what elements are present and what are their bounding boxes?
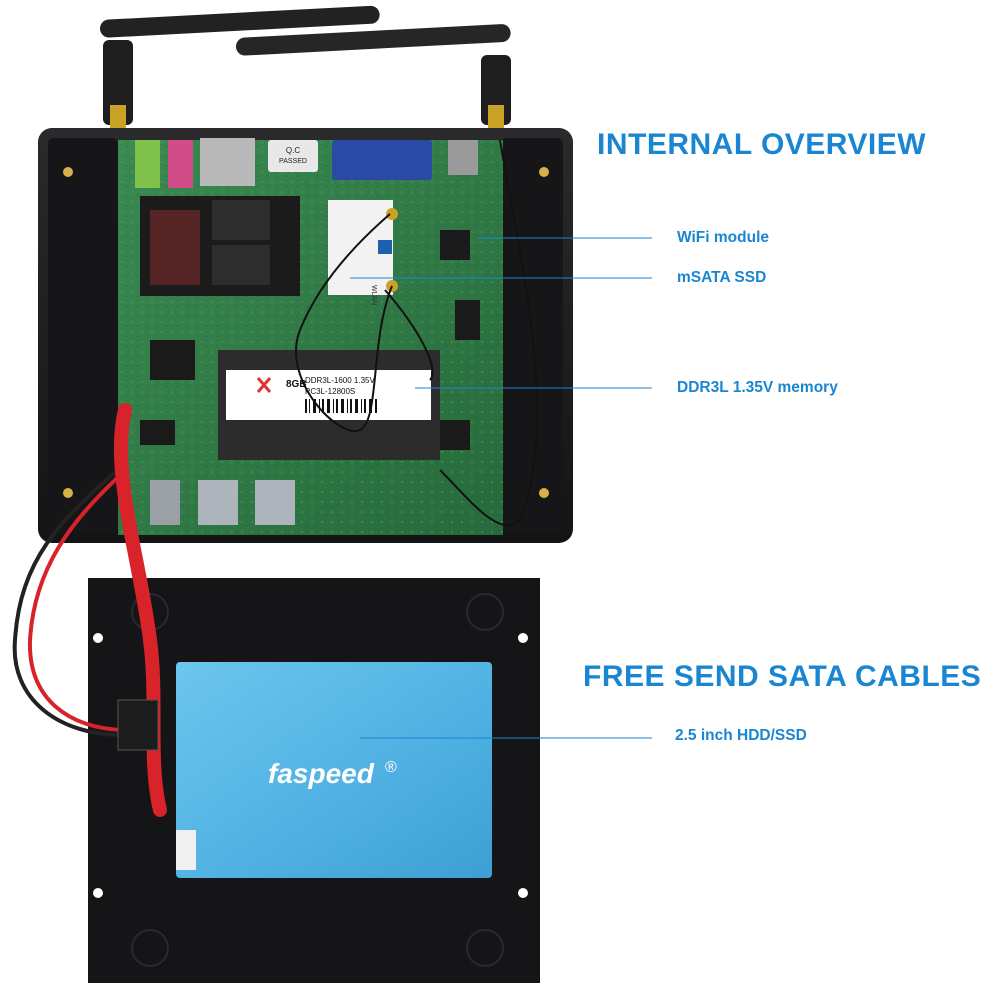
ram-label-line-1: DDR3L-1600 1.35V — [305, 376, 375, 385]
qc-sticker-text-2: PASSED — [279, 158, 307, 165]
msata-ssd-label: mSATA SSD — [677, 269, 767, 286]
ethernet-port — [200, 138, 255, 186]
usb-port-1 — [198, 480, 238, 525]
wifi-module: WLAN — [328, 200, 398, 305]
ram-capacity-text: 8GB — [286, 379, 307, 390]
antenna-left — [99, 5, 380, 129]
power-jack — [448, 140, 478, 175]
internal-overview-heading: INTERNAL OVERVIEW — [597, 128, 927, 161]
audio-jack-pink — [168, 140, 193, 188]
ram-stick: 8GB DDR3L-1600 1.35V PC3L-12800S — [218, 350, 440, 460]
antenna-cables — [295, 139, 539, 527]
callout-lines — [350, 237, 652, 739]
qc-sticker — [268, 140, 318, 172]
audio-jack-green — [135, 140, 160, 188]
drive-registered-mark: ® — [385, 759, 397, 776]
hdd-ssd-drive: faspeed ® — [176, 662, 492, 878]
wifi-tag: WLAN — [370, 285, 377, 305]
drive-brand-text: faspeed — [268, 758, 375, 789]
usb-c-port — [150, 480, 180, 525]
ram-label-line-2: PC3L-12800S — [305, 387, 355, 396]
qc-sticker-text-1: Q.C — [286, 146, 300, 155]
motherboard: Q.C PASSED — [118, 138, 503, 535]
sata-cables-heading: FREE SEND SATA CABLES — [583, 660, 982, 693]
wifi-module-label: WiFi module — [677, 229, 769, 246]
antenna-right — [235, 24, 511, 129]
sata-cables — [12, 403, 167, 817]
hdd-ssd-label: 2.5 inch HDD/SSD — [675, 727, 807, 744]
msata-ssd — [140, 196, 300, 296]
vga-port — [332, 140, 432, 180]
usb-port-2 — [255, 480, 295, 525]
ddr-memory-label: DDR3L 1.35V memory — [677, 379, 838, 396]
